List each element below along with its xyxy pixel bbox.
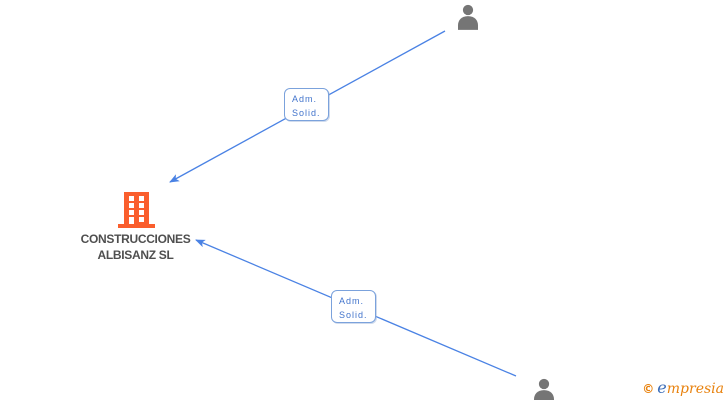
brand-text: mpresia — [666, 381, 724, 397]
person-node-top[interactable] — [453, 3, 483, 33]
edge-label-line1: Adm. — [339, 296, 365, 306]
building-icon — [118, 192, 155, 228]
empresia-logo[interactable]: ©empresia — [642, 378, 724, 397]
copyright-icon: © — [642, 382, 655, 396]
company-node[interactable] — [117, 191, 156, 229]
edge-label-line1: Adm. — [292, 94, 318, 104]
person-icon — [458, 4, 478, 30]
brand-letter-e: e — [657, 378, 667, 397]
edge-label-adm-solid-bottom: Adm. Solid. — [331, 290, 376, 323]
company-name-line1: CONSTRUCCIONES — [80, 232, 191, 246]
person-node-bottom[interactable] — [529, 377, 559, 400]
edge-label-line2: Solid. — [339, 310, 368, 320]
person-icon — [534, 378, 554, 400]
edge-label-adm-solid-top: Adm. Solid. — [284, 88, 329, 121]
edge-label-line2: Solid. — [292, 108, 321, 118]
company-name-line2: ALBISANZ SL — [97, 248, 174, 262]
company-name[interactable]: CONSTRUCCIONES ALBISANZ SL — [48, 231, 223, 263]
